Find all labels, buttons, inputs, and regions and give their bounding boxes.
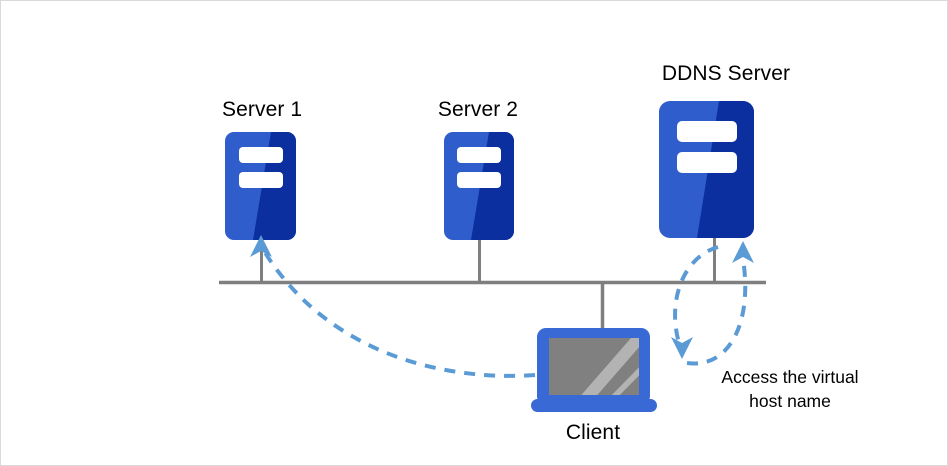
- server-2-label: Server 2: [437, 98, 519, 121]
- ddns-server-icon: [659, 101, 754, 238]
- connection-ddns-loop-down: [671, 245, 719, 359]
- server-1-label: Server 1: [222, 98, 303, 121]
- connection-client-to-server-1: [250, 235, 536, 378]
- laptop-icon: [531, 328, 657, 412]
- server-1-icon: [225, 132, 296, 240]
- connection-ddns-loop-up: [686, 241, 754, 366]
- access-virtual-host-name-annotation: Access the virtual host name: [721, 367, 859, 411]
- server-2-icon: [444, 132, 514, 240]
- client-label: Client: [565, 421, 621, 444]
- ddns-server-label: DDNS Server: [661, 62, 791, 85]
